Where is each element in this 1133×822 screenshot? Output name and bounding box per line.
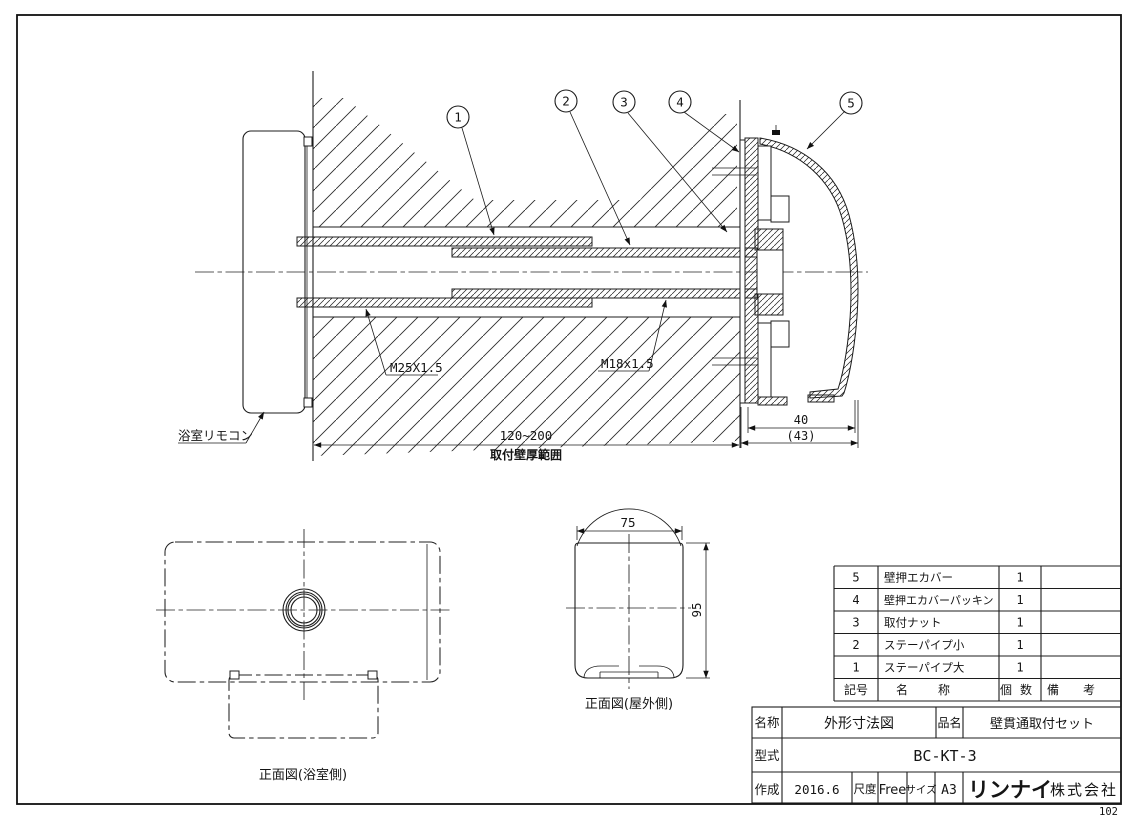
part-qty: 1 — [1016, 638, 1023, 652]
callout-1-number: 1 — [454, 110, 462, 125]
callouts: 1 2 3 4 5 — [446, 89, 863, 246]
dim-front-height: 95 — [689, 602, 704, 617]
part-qty: 1 — [1016, 571, 1023, 585]
bath-remote-label: 浴室リモコン — [178, 428, 253, 443]
dim-cover-depth: 40 (43) — [740, 400, 859, 448]
main-section-view: 1 2 3 4 5 M — [178, 71, 868, 462]
title-product-value: 壁貫通取付セット — [990, 717, 1094, 732]
cover-bracket-bottom — [757, 322, 772, 398]
title-created-label: 作成 — [754, 782, 779, 797]
cover-flange — [744, 137, 759, 404]
title-size-value: A3 — [941, 783, 957, 798]
thread-labels: M25X1.5 M18x1.5 — [365, 299, 667, 376]
part-qty: 1 — [1016, 661, 1023, 675]
front-view-bath: 正面図(浴室側) — [156, 529, 451, 783]
dim-wall-thickness-range: 120~200 取付壁厚範囲 — [313, 428, 740, 462]
title-scale-label: 尺度 — [854, 782, 877, 796]
dim-cover-depth-ref-value: (43) — [787, 429, 816, 443]
table-row: 3 取付ナット 1 — [852, 616, 1023, 630]
thread-label-m18: M18x1.5 — [601, 356, 654, 371]
page-number: 102 — [1099, 806, 1118, 818]
thread-label-m25: M25X1.5 — [390, 360, 443, 375]
part-symbol: 2 — [852, 638, 859, 652]
callout-4-number: 4 — [676, 95, 684, 110]
table-header-row: 記号 名称 個数 備考 — [844, 682, 1119, 697]
front-view-outdoor-caption: 正面図(屋外側) — [585, 697, 673, 712]
wall-cover-assembly — [712, 125, 859, 406]
callout-5: 5 — [806, 91, 863, 150]
part-name: ステーパイプ小 — [884, 638, 965, 652]
front-view-outdoor: 75 95 正面図(屋外側) — [566, 508, 710, 712]
wall-section — [312, 71, 741, 461]
parts-table: 5 壁押エカバー 1 4 壁押エカバーパッキン 1 3 取付ナット 1 2 ステ… — [833, 565, 1121, 702]
remote-mount-tab-bottom — [303, 397, 313, 408]
table-row: 5 壁押エカバー 1 — [852, 571, 1023, 585]
header-name: 名称 — [896, 682, 980, 697]
dim-front-width: 75 — [620, 515, 635, 530]
cover-bracket-top-hook — [770, 195, 790, 223]
parts-rows: 5 壁押エカバー 1 4 壁押エカバーパッキン 1 3 取付ナット 1 2 ステ… — [844, 571, 1119, 698]
stay-pipe-large — [296, 236, 593, 308]
callout-2: 2 — [554, 89, 631, 246]
dim-wall-range-value: 120~200 — [500, 428, 553, 443]
part-symbol: 4 — [852, 593, 859, 607]
callout-1: 1 — [446, 105, 495, 236]
part-name: 取付ナット — [884, 616, 942, 630]
front-view-bath-caption: 正面図(浴室側) — [259, 767, 347, 783]
header-qty: 個数 — [1000, 682, 1040, 697]
remote-mount-tab-top — [303, 136, 313, 147]
title-name-value: 外形寸法図 — [824, 716, 894, 732]
mounting-nut-upper — [754, 228, 784, 251]
title-model-value: BC-KT-3 — [913, 747, 976, 765]
table-row: 2 ステーパイプ小 1 — [852, 638, 1023, 652]
callout-3-number: 3 — [620, 95, 628, 110]
title-size-label: サイズ — [905, 783, 936, 796]
table-row: 1 ステーパイプ大 1 — [852, 661, 1023, 675]
callout-5-number: 5 — [847, 96, 855, 111]
part-name: ステーパイプ大 — [884, 661, 965, 675]
part-name: 壁押エカバーパッキン — [884, 593, 994, 607]
company-suffix: 株式会社 — [1050, 781, 1118, 799]
company-logo: リンナイ — [968, 778, 1052, 802]
dim-cover-depth-value: 40 — [794, 413, 808, 427]
callout-4: 4 — [668, 90, 740, 153]
cover-packing — [739, 139, 746, 404]
cover-top-screw — [772, 130, 780, 135]
part-symbol: 5 — [852, 571, 859, 585]
part-qty: 1 — [1016, 593, 1023, 607]
part-symbol: 1 — [852, 661, 859, 675]
header-symbol: 記号 — [844, 682, 868, 697]
cover-bracket-bottom-hook — [770, 320, 790, 348]
dim-wall-range-caption: 取付壁厚範囲 — [490, 447, 562, 462]
cover-bottom-lip — [757, 396, 788, 406]
cover-drain-lip — [807, 394, 835, 403]
table-row: 4 壁押エカバーパッキン 1 — [852, 593, 1023, 607]
pipe-socket — [756, 249, 784, 295]
header-remarks: 備考 — [1047, 682, 1119, 697]
part-name: 壁押エカバー — [884, 571, 953, 585]
title-block: 名称 外形寸法図 品名 壁貫通取付セット 型式 BC-KT-3 作成 2016.… — [751, 706, 1122, 804]
title-product-label: 品名 — [937, 715, 961, 730]
title-model-label: 型式 — [754, 748, 780, 763]
part-symbol: 3 — [852, 616, 859, 630]
callout-2-number: 2 — [562, 94, 570, 109]
title-created-value: 2016.6 — [794, 782, 839, 797]
title-name-label: 名称 — [754, 715, 779, 730]
callout-3: 3 — [612, 90, 728, 233]
remote-lower-box — [228, 674, 379, 739]
drawing-border — [16, 14, 1122, 805]
title-scale-value: Free — [879, 783, 907, 798]
cover-bracket-top — [757, 145, 772, 221]
bath-remote-label-group: 浴室リモコン — [178, 411, 265, 444]
mounting-nut-lower — [754, 293, 784, 316]
part-qty: 1 — [1016, 616, 1023, 630]
remote-front-outline — [164, 541, 441, 683]
cover-front-outline — [574, 542, 684, 679]
